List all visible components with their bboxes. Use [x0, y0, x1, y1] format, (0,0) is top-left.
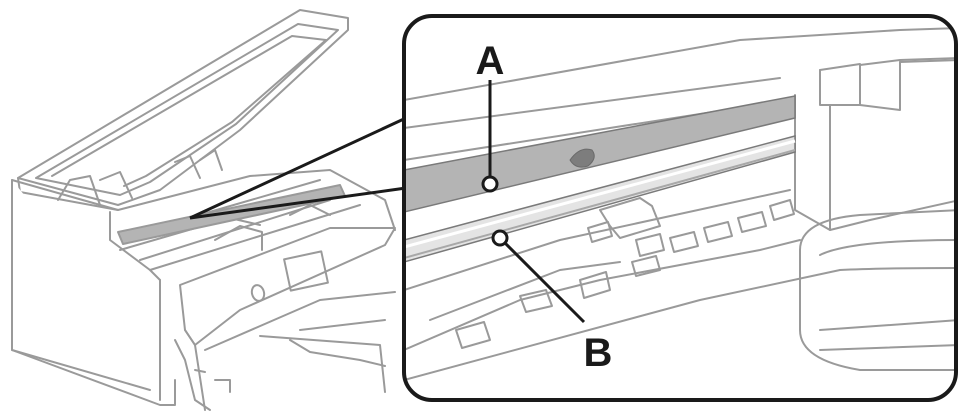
output-tray: [174, 291, 396, 411]
panel-button: [250, 284, 266, 302]
magnified-view-frame: [402, 14, 958, 402]
glass-smudge: [569, 148, 595, 168]
panel-screen: [283, 250, 329, 292]
callout-b-label: B: [584, 331, 613, 375]
callout-b: B: [491, 229, 613, 375]
callout-a-label: A: [476, 39, 505, 83]
printer-overview: [11, 9, 396, 411]
callout-b-dot: [491, 229, 509, 247]
scanner-glass-strip: [404, 95, 796, 213]
callout-a-dot: [481, 175, 499, 193]
control-panel: [179, 227, 396, 346]
zoom-lines: [189, 116, 407, 220]
callout-a: A: [476, 39, 505, 193]
scanner-lid: [17, 9, 349, 211]
callout-b-leader: [498, 236, 586, 324]
